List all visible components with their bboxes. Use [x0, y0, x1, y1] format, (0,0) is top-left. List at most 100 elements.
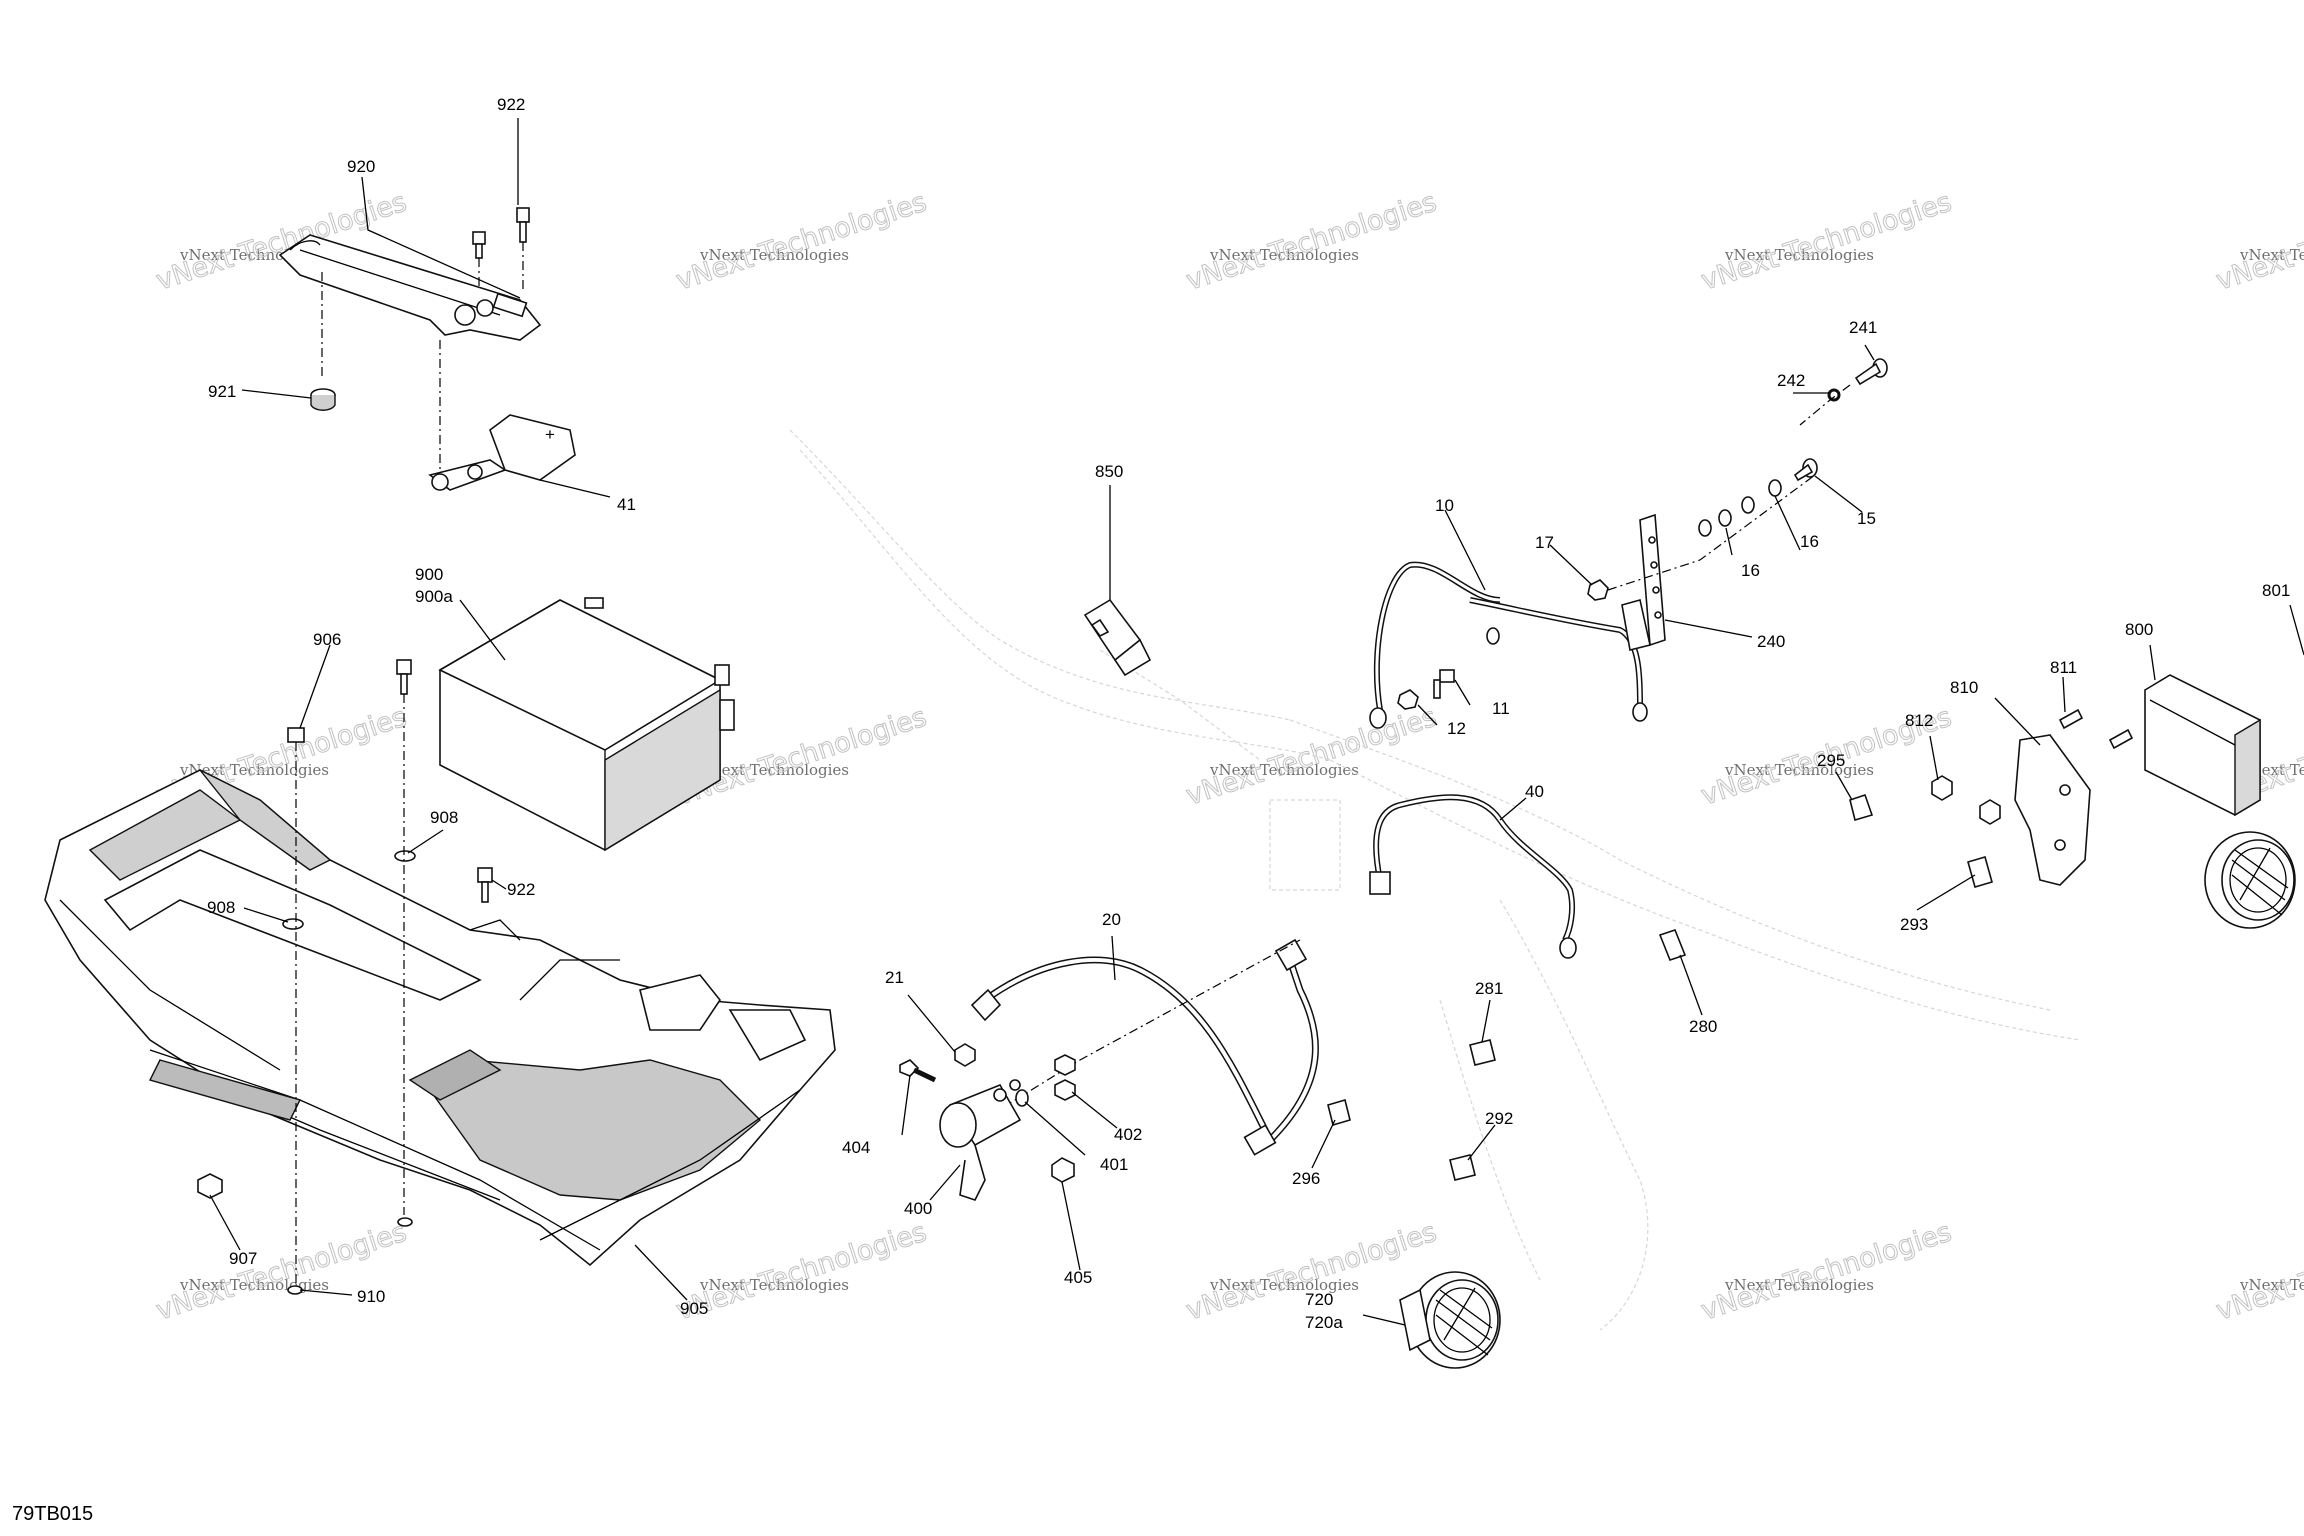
- watermark-text: vNext Technologies: [699, 761, 849, 779]
- washer-908-left: [282, 918, 304, 930]
- nut-12: [1397, 689, 1419, 710]
- callout-label: 15: [1857, 509, 1876, 528]
- bolt-241: [1854, 358, 1888, 386]
- washer-16-d: [1768, 479, 1782, 497]
- clip-280: [1658, 929, 1687, 961]
- washer-16-a: [1698, 519, 1712, 537]
- clip-281: [1469, 1039, 1496, 1066]
- watermark-text: vNext Technologies: [2213, 1217, 2304, 1327]
- watermark-text: vNext Technologies: [1209, 246, 1359, 264]
- watermark-text: vNext Technologies: [2213, 187, 2304, 297]
- battery-tray-905: [44, 769, 836, 1267]
- cable-40: [1369, 794, 1577, 959]
- headlight-801: [2204, 831, 2296, 929]
- callout-label: 900a: [415, 587, 453, 606]
- callout-label: 812: [1905, 711, 1933, 730]
- callout-label: 16: [1741, 561, 1760, 580]
- lock-washer-242: [1827, 388, 1841, 402]
- callout-label: 921: [208, 382, 236, 401]
- callout-label: 402: [1114, 1125, 1142, 1144]
- callout-label: 920: [347, 157, 375, 176]
- rubber-grommet-921: [310, 388, 336, 411]
- diagram-code: 79TB015: [12, 1503, 93, 1525]
- watermark-text: vNext Technologies: [1724, 246, 1874, 264]
- watermark-text: vNext Technologies: [1724, 761, 1874, 779]
- bolt-906: [396, 659, 412, 695]
- callout-label: 296: [1292, 1169, 1320, 1188]
- watermark-text: vNext Technologies: [2239, 246, 2304, 264]
- clip-296: [1327, 1098, 1351, 1127]
- callout-label: 810: [1950, 678, 1978, 697]
- bolt-15: [1793, 458, 1818, 482]
- callout-label: 12: [1447, 719, 1466, 738]
- callout-label: 280: [1689, 1017, 1717, 1036]
- bolt-811: [2058, 708, 2134, 750]
- cable-10: [1369, 561, 1648, 729]
- nut-812: [1931, 775, 2001, 825]
- callout-label: 922: [507, 880, 535, 899]
- callout-label: 41: [617, 495, 636, 514]
- module-800: [2144, 674, 2261, 817]
- watermark-text: vNext Technologies: [1698, 1217, 1956, 1327]
- callout-label: 11: [1492, 699, 1510, 718]
- leader-lines: [209, 118, 2304, 1326]
- battery-hold-down-bracket: [278, 234, 542, 341]
- watermark-text: vNext Technologies: [1209, 1276, 1359, 1294]
- callout-label: 900: [415, 565, 443, 584]
- callout-label: 922: [497, 95, 525, 114]
- clip-292: [1449, 1154, 1476, 1181]
- callout-label: 907: [229, 1249, 257, 1268]
- callout-label: 908: [430, 808, 458, 827]
- callout-label: 20: [1102, 910, 1121, 929]
- watermark-text: vNext Technologies: [1209, 761, 1359, 779]
- nut-17: [1587, 579, 1609, 601]
- watermark-text: vNext Technologies: [673, 187, 931, 297]
- callout-label: 21: [885, 968, 904, 987]
- nut-21: [954, 1043, 976, 1067]
- callout-label: 281: [1475, 979, 1503, 998]
- terminal-cover-41: +: [428, 414, 576, 491]
- callout-label: 404: [842, 1138, 870, 1157]
- clip-293: [1967, 856, 1993, 888]
- callout-label: 850: [1095, 462, 1123, 481]
- headlight-720: [1399, 1271, 1501, 1369]
- watermark-text: vNext Technologies: [1183, 187, 1441, 297]
- callout-label: 293: [1900, 915, 1928, 934]
- callout-label: 400: [904, 1199, 932, 1218]
- nut-402: [1054, 1054, 1076, 1101]
- watermark-text: vNext Technologies: [699, 1276, 849, 1294]
- bolt-922-top: [516, 207, 530, 243]
- callout-label: 910: [357, 1287, 385, 1306]
- bolt-11: [1433, 669, 1455, 699]
- callout-label: 800: [2125, 620, 2153, 639]
- washer-bottom: [397, 1217, 413, 1227]
- watermark-text: vNext Technologies: [1698, 187, 1956, 297]
- callout-label: 16: [1800, 532, 1819, 551]
- callout-label: 10: [1435, 496, 1454, 515]
- callout-label: 801: [2262, 581, 2290, 600]
- washer-908-right: [394, 850, 416, 862]
- clip-295: [1849, 793, 1874, 822]
- washer-16-c: [1741, 496, 1755, 514]
- nut-405: [1051, 1157, 1075, 1183]
- callout-label: 405: [1064, 1268, 1092, 1287]
- callout-label: 720: [1305, 1290, 1333, 1309]
- callout-label: 720a: [1305, 1313, 1343, 1332]
- connector-850: [1083, 598, 1152, 677]
- watermark-text: vNext Technologies: [179, 761, 329, 779]
- callout-label: 240: [1757, 632, 1785, 651]
- callout-label: 241: [1849, 318, 1877, 337]
- watermark-text: vNext Technologies: [1724, 1276, 1874, 1294]
- callout-label: 242: [1777, 371, 1805, 390]
- watermark-text: vNext Technologies: [153, 1217, 411, 1327]
- nut-907: [197, 1173, 223, 1199]
- watermark-text: vNext Technologies: [2239, 1276, 2304, 1294]
- battery-900: [438, 597, 735, 852]
- bracket-810: [2014, 734, 2091, 886]
- watermark-text: vNext Technologies: [1183, 702, 1441, 812]
- starter-solenoid-400: [939, 1079, 1022, 1201]
- nut-906-left: [287, 727, 305, 743]
- callout-label: 17: [1535, 533, 1554, 552]
- callout-label: 908: [207, 898, 235, 917]
